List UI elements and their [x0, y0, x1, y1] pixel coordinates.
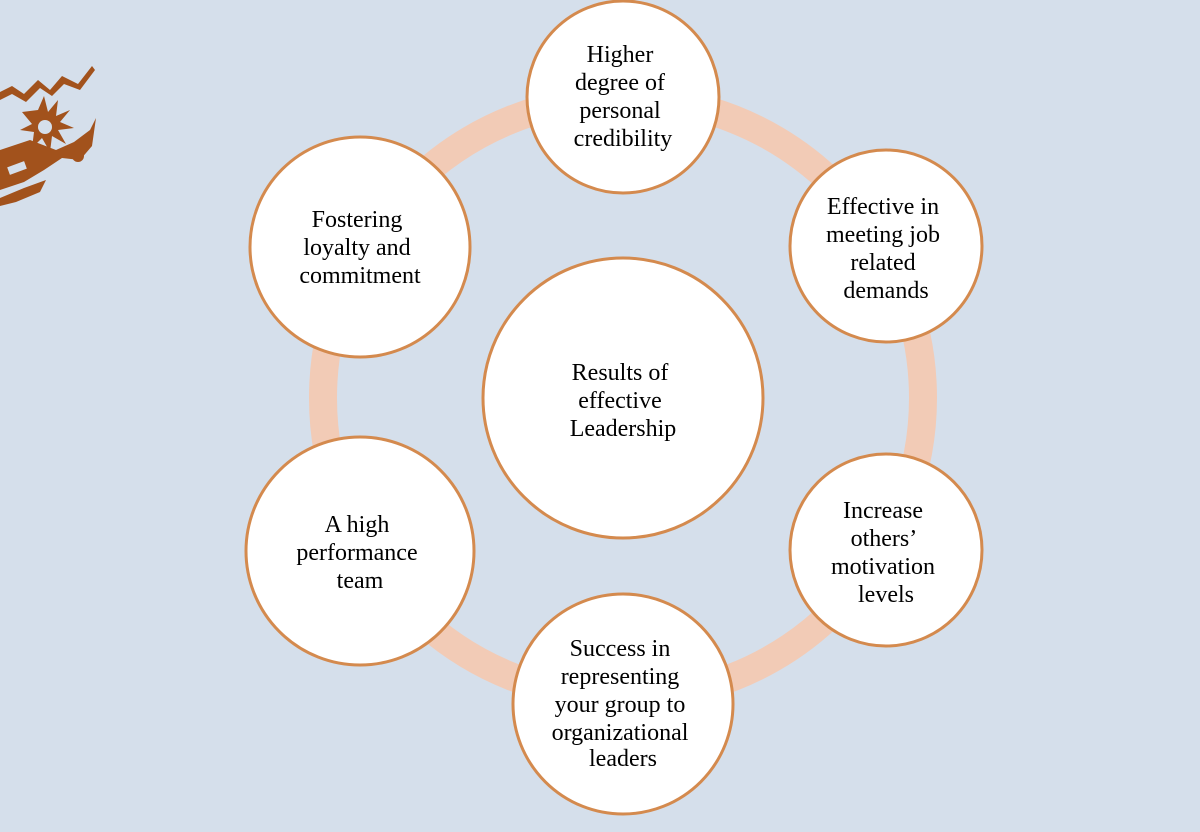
- node-line: Fostering: [312, 207, 403, 233]
- node-line: degree of: [575, 70, 665, 96]
- node-team-circle: [244, 435, 476, 667]
- node-line: meeting job: [826, 222, 940, 248]
- center-node: Results of effective Leadership: [481, 256, 765, 540]
- node-line: your group to: [555, 692, 686, 718]
- node-motivation-label: Increase others’ motivation levels: [831, 498, 941, 608]
- node-line: A high: [325, 512, 390, 538]
- node-line: team: [337, 568, 384, 594]
- center-node-line: effective: [578, 388, 662, 414]
- center-node-circle: [481, 256, 765, 540]
- node-line: personal: [579, 98, 661, 124]
- node-line: motivation: [831, 554, 935, 580]
- node-job-demands-circle: [788, 148, 984, 344]
- node-line: related: [850, 250, 915, 276]
- center-node-line: Results of: [572, 360, 669, 386]
- node-line: performance: [296, 540, 417, 566]
- node-line: representing: [561, 664, 680, 690]
- node-line: Effective in: [827, 194, 939, 220]
- node-line: organizational: [552, 720, 689, 746]
- node-credibility-label: Higher degree of personal credibility: [574, 42, 673, 152]
- node-job-demands-label: Effective in meeting job related demands: [826, 194, 946, 304]
- node-line: loyalty and: [303, 235, 410, 261]
- node-team: A high performance team: [244, 435, 476, 667]
- node-representing: Success in representing your group to or…: [511, 592, 735, 816]
- node-team-label: A high performance team: [296, 512, 423, 594]
- node-loyalty-circle: [248, 135, 472, 359]
- node-loyalty-label: Fostering loyalty and commitment: [299, 207, 421, 289]
- node-credibility-circle: [525, 0, 721, 195]
- center-node-line: Leadership: [570, 416, 677, 442]
- node-motivation: Increase others’ motivation levels: [788, 452, 984, 648]
- center-node-label: Results of effective Leadership: [570, 360, 677, 442]
- leadership-logo-icon: [0, 66, 96, 206]
- node-line: commitment: [299, 263, 421, 289]
- node-line: leaders: [589, 746, 657, 772]
- node-line: others’: [851, 526, 916, 552]
- node-line: Higher: [587, 42, 654, 68]
- node-job-demands: Effective in meeting job related demands: [788, 148, 984, 344]
- node-line: Increase: [843, 498, 923, 524]
- node-line: Success in: [570, 636, 671, 662]
- node-loyalty: Fostering loyalty and commitment: [248, 135, 472, 359]
- node-representing-label: Success in representing your group to or…: [552, 636, 695, 772]
- node-line: credibility: [574, 126, 673, 152]
- node-representing-circle: [511, 592, 735, 816]
- node-motivation-circle: [788, 452, 984, 648]
- node-line: demands: [843, 278, 928, 304]
- node-line: levels: [858, 582, 914, 608]
- node-credibility: Higher degree of personal credibility: [525, 0, 721, 195]
